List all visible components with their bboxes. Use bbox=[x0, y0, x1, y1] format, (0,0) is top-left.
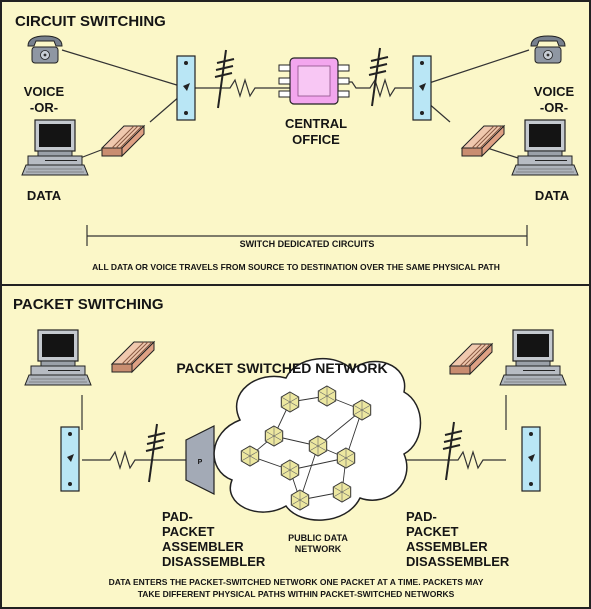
public-network-label-line2: NETWORK bbox=[295, 544, 342, 554]
data-left-label: DATA bbox=[27, 188, 62, 203]
telephone-left-icon bbox=[27, 35, 63, 64]
pad-right-label-line3: ASSEMBLER bbox=[406, 539, 488, 554]
pad-right-label-line4: DISASSEMBLER bbox=[406, 554, 510, 569]
telephone-right-icon bbox=[530, 35, 566, 64]
or-left-label: -OR- bbox=[30, 100, 58, 115]
pad-right-label-line2: PACKET bbox=[406, 524, 459, 539]
public-network-label-line1: PUBLIC DATA bbox=[288, 533, 348, 543]
packet-wall-jack-right-icon bbox=[521, 426, 541, 492]
or-right-label: -OR- bbox=[540, 100, 568, 115]
central-office-label-line1: CENTRAL bbox=[285, 116, 347, 131]
dedicated-circuit-bracket bbox=[86, 225, 528, 246]
pad-left-icon: P bbox=[185, 425, 215, 495]
data-right-label: DATA bbox=[535, 188, 570, 203]
packet-network-title: PACKET SWITCHED NETWORK bbox=[176, 360, 387, 376]
packet-switching-title: PACKET SWITCHING bbox=[13, 296, 164, 313]
network-node-icon bbox=[240, 445, 260, 467]
network-node-icon bbox=[317, 385, 337, 407]
circuit-switching-title: CIRCUIT SWITCHING bbox=[15, 13, 166, 30]
voice-right-label: VOICE bbox=[534, 84, 575, 99]
network-node-icon bbox=[336, 447, 356, 469]
voice-left-label: VOICE bbox=[24, 84, 65, 99]
pad-left-label-line3: ASSEMBLER bbox=[162, 539, 244, 554]
pad-left-label-line4: DISASSEMBLER bbox=[162, 554, 266, 569]
network-node-icon bbox=[280, 459, 300, 481]
network-node-icon bbox=[290, 489, 310, 511]
pad-right-label-line1: PAD- bbox=[406, 509, 437, 524]
packet-caption-line1: DATA ENTERS THE PACKET-SWITCHED NETWORK … bbox=[109, 577, 484, 587]
svg-text:P: P bbox=[198, 459, 203, 466]
packet-caption-line2: TAKE DIFFERENT PHYSICAL PATHS WITHIN PAC… bbox=[138, 589, 455, 599]
central-office-icon bbox=[278, 57, 350, 105]
network-node-icon bbox=[280, 391, 300, 413]
pad-left-label-line1: PAD- bbox=[162, 509, 193, 524]
wall-jack-right-icon bbox=[412, 55, 432, 121]
dedicated-circuits-label: SWITCH DEDICATED CIRCUITS bbox=[240, 239, 375, 249]
network-node-icon bbox=[308, 435, 328, 457]
circuit-caption: ALL DATA OR VOICE TRAVELS FROM SOURCE TO… bbox=[92, 262, 500, 272]
packet-wall-jack-left-icon bbox=[60, 426, 80, 492]
central-office-label-line2: OFFICE bbox=[292, 132, 340, 147]
network-node-icon bbox=[264, 425, 284, 447]
network-node-icon bbox=[352, 399, 372, 421]
wall-jack-left-icon bbox=[176, 55, 196, 121]
pad-left-label-line2: PACKET bbox=[162, 524, 215, 539]
network-node-icon bbox=[332, 481, 352, 503]
